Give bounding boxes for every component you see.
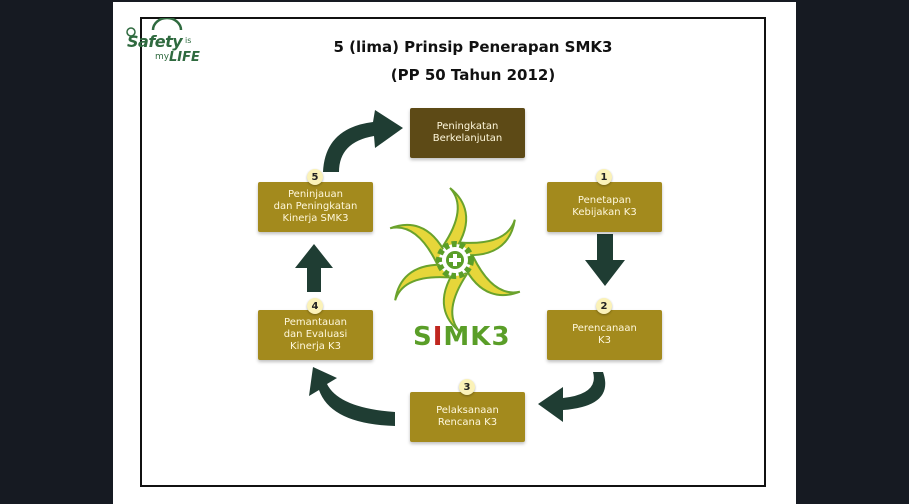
arrow-4-to-5-icon	[295, 244, 333, 292]
safety-is-my-life-logo: Safety is my LIFE	[125, 18, 205, 74]
step-4-box: Pemantauan dan Evaluasi Kinerja K3	[258, 310, 373, 360]
helmet-icon	[126, 18, 183, 37]
smk3-flower-icon	[389, 187, 521, 333]
logo-word-safety: Safety	[127, 32, 183, 51]
step-5-badge: 5	[307, 169, 323, 185]
logo-word-life: LIFE	[169, 50, 200, 65]
slide-title: 5 (lima) Prinsip Penerapan SMK3	[333, 38, 613, 56]
step-2-badge: 2	[596, 298, 612, 314]
presentation-slide: Safety is my LIFE 5 (lima) Prinsip Pener…	[113, 2, 796, 504]
smk3-wordmark: SIMK3	[413, 322, 511, 352]
slide-frame	[140, 17, 766, 487]
slide-subtitle: (PP 50 Tahun 2012)	[390, 66, 556, 84]
step-final-box: Peningkatan Berkelanjutan	[410, 108, 525, 158]
step-4-badge: 4	[307, 298, 323, 314]
logo-word-my: my	[155, 52, 170, 62]
arrow-1-to-2-icon	[585, 234, 625, 286]
step-3-badge: 3	[459, 379, 475, 395]
arrow-3-to-4-icon	[309, 367, 395, 426]
step-5-box: Peninjauan dan Peningkatan Kinerja SMK3	[258, 182, 373, 232]
step-1-badge: 1	[596, 169, 612, 185]
step-3-box: Pelaksanaan Rencana K3	[410, 392, 525, 442]
step-2-box: Perencanaan K3	[547, 310, 662, 360]
arrow-2-to-3-icon	[538, 372, 606, 422]
cycle-diagram	[295, 110, 625, 426]
arrow-5-to-final-icon	[323, 110, 403, 172]
step-1-box: Penetapan Kebijakan K3	[547, 182, 662, 232]
logo-word-is: is	[185, 36, 192, 45]
